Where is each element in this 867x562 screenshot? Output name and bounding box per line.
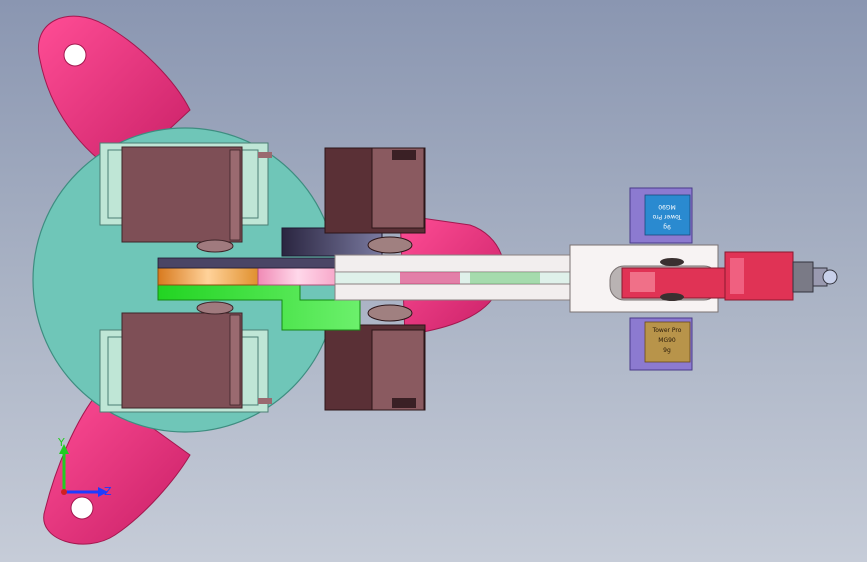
forearm-link [334, 254, 571, 301]
z-axis-label: Z [104, 485, 112, 498]
mount-hole-top [63, 43, 87, 67]
gripper-tip [822, 269, 838, 285]
servo-label-top-line1: MG90 [658, 203, 676, 210]
wrist-servo-top: MG90 Tower Pro 9g [629, 187, 693, 244]
servo-label-bottom-line1: Tower Pro [652, 327, 682, 334]
shoulder-plate-dark [157, 257, 339, 269]
base-servo-bottom [99, 301, 272, 413]
upper-arm-link-green [157, 284, 361, 331]
upper-arm-link-pink [257, 267, 339, 286]
shoulder-servo-bottom [324, 304, 426, 411]
mount-hole-bottom [70, 496, 94, 520]
y-axis-arrow [59, 444, 69, 454]
wrist-lever-highlight [630, 272, 655, 292]
gripper-coupler [792, 261, 814, 293]
shoulder-servo-top [324, 147, 426, 254]
base-servo-top [99, 142, 272, 253]
gripper-housing-shade [730, 258, 744, 294]
axis-triad [59, 444, 108, 497]
wrist-servo-bottom: Tower Pro MG90 9g [629, 317, 693, 371]
wrist-horn-top [660, 258, 684, 266]
servo-label-bottom-line3: 9g [663, 347, 671, 354]
wrist-horn-bottom [660, 293, 684, 301]
servo-label-bottom-line2: MG90 [658, 337, 676, 344]
x-axis-origin [61, 489, 67, 495]
servo-label-top-line3: 9g [663, 223, 671, 230]
y-axis-label: Y [58, 436, 65, 449]
upper-arm-link-orange [157, 267, 259, 286]
servo-label-top-line2: Tower Pro [652, 213, 682, 220]
z-axis-arrow [98, 487, 108, 497]
